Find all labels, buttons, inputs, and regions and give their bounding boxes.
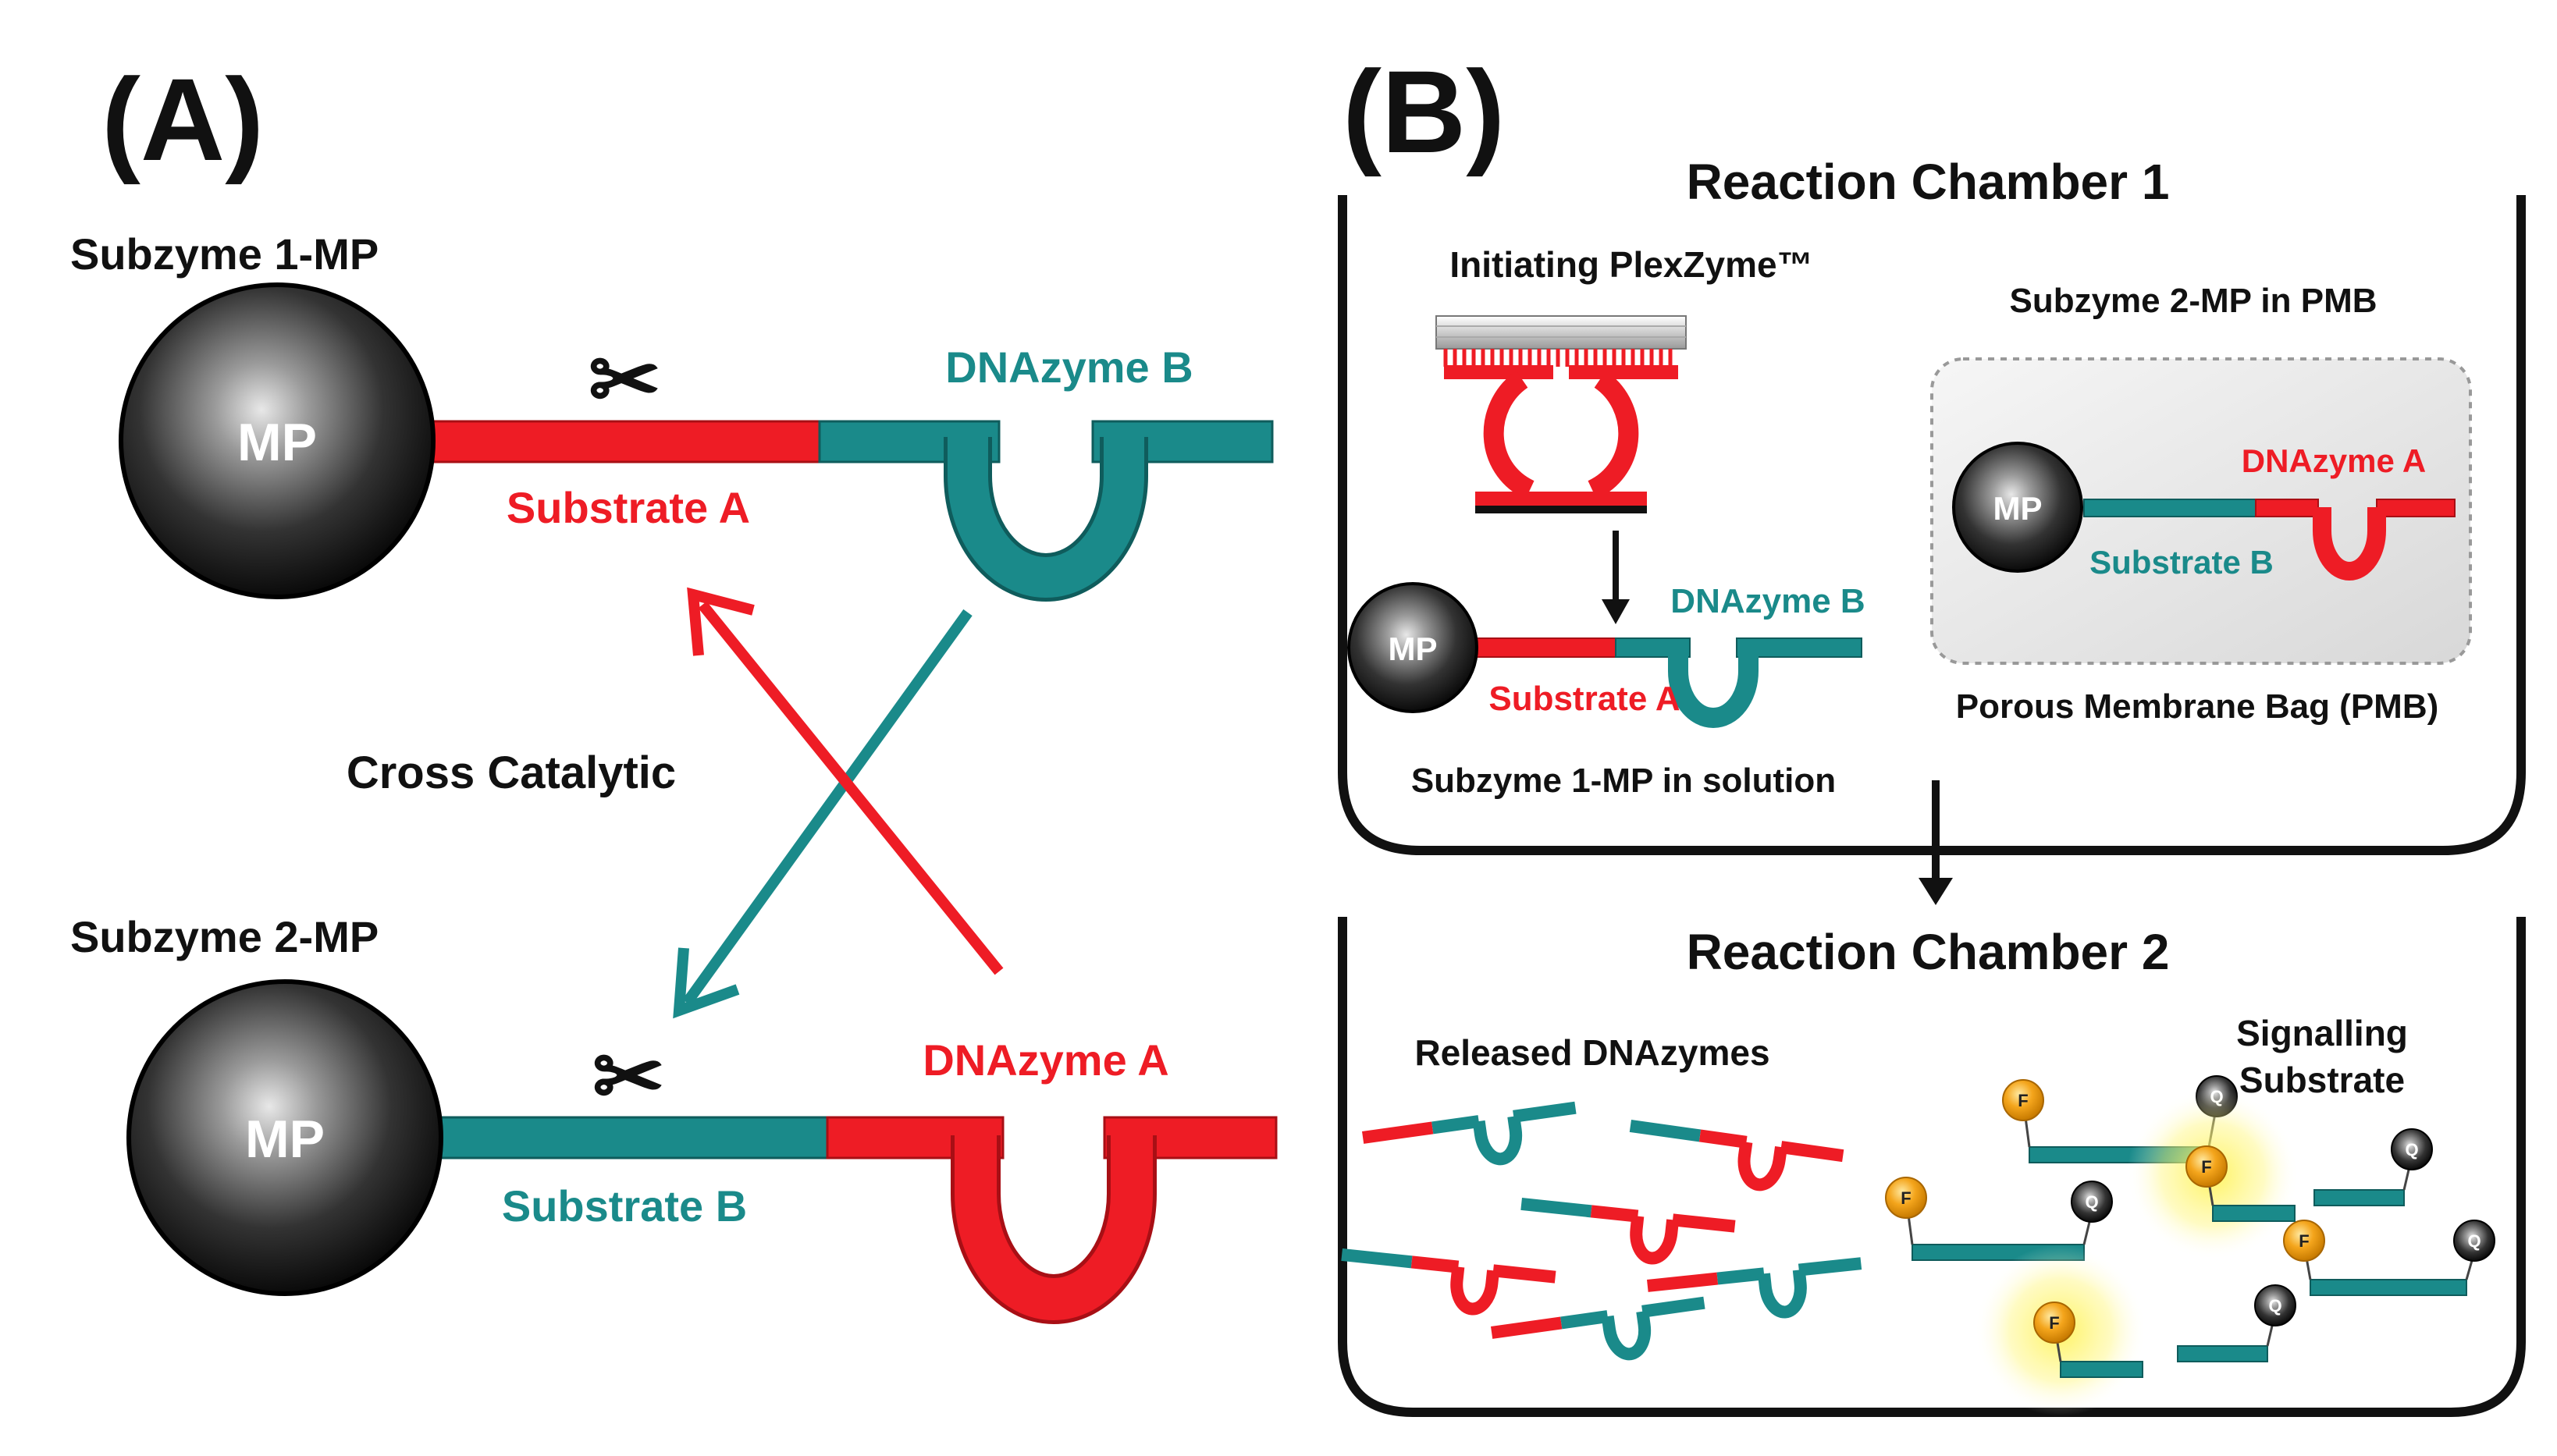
teal-arrow — [682, 609, 973, 1007]
quencher-label: Q — [2268, 1296, 2281, 1316]
panel-b-label: (B) — [1343, 46, 1505, 177]
plexzyme-probe-teeth — [1443, 349, 1673, 367]
fluorophore-label: F — [2049, 1313, 2059, 1333]
signalling-label-line1: Signalling — [2236, 1013, 2408, 1053]
chamber1-title: Reaction Chamber 1 — [1687, 154, 2170, 210]
subzyme1-solution-label: Subzyme 1-MP in solution — [1411, 762, 1836, 800]
cleaved-fluorophore-fragment: F — [2127, 1088, 2299, 1260]
panel-a-label: (A) — [101, 54, 264, 185]
mp-label-2: MP — [245, 1110, 325, 1169]
teal-arrowhead — [673, 947, 740, 1019]
mp-label-1: MP — [237, 413, 317, 472]
dnazyme-a-label: DNAzyme A — [923, 1035, 1168, 1085]
fluorophore-icon — [2033, 1302, 2075, 1344]
scissors-icon: ✂ — [592, 1029, 664, 1125]
mp-bead-3 — [1347, 582, 1478, 713]
released-dnazyme — [1491, 1296, 1705, 1361]
cleaved-fluorophore-fragment: F — [1975, 1245, 2146, 1416]
released-dnazyme — [1341, 1248, 1556, 1316]
plexzyme-left-hairpin — [1483, 371, 1535, 499]
quencher-label: Q — [2085, 1192, 2098, 1212]
quencher-icon — [2254, 1284, 2296, 1326]
released-dnazyme — [1647, 1257, 1862, 1319]
substrate-a-label: Substrate A — [507, 483, 750, 532]
fluorophore-label: F — [1901, 1188, 1911, 1208]
subzyme2-molecule: MP ✂ — [126, 979, 1278, 1324]
chamber-link-arrowhead — [1919, 878, 1953, 905]
dnazyme-b-label: DNAzyme B — [945, 343, 1193, 392]
released-dnazymes — [1341, 1101, 1862, 1361]
quencher-label: Q — [2467, 1231, 2481, 1251]
cleaved-quencher-fragment: Q — [2313, 1128, 2433, 1206]
mp-bead-2 — [126, 979, 443, 1296]
quencher-icon — [2391, 1128, 2433, 1170]
mp-label-3: MP — [1389, 630, 1438, 667]
fluorophore-icon — [1885, 1177, 1927, 1219]
fluorophore-icon — [2185, 1145, 2228, 1188]
cross-catalytic-arrows — [673, 587, 1004, 1019]
fluorophore-label: F — [2018, 1091, 2028, 1110]
c1-substrate-a-label: Substrate A — [1488, 680, 1680, 718]
pmb-label: Porous Membrane Bag (PMB) — [1956, 687, 2439, 726]
plexzyme-bar — [1435, 315, 1687, 350]
fluorophore-icon — [2002, 1079, 2044, 1121]
plexzyme-label: Initiating PlexZyme™ — [1449, 244, 1812, 285]
red-arrowhead — [687, 587, 755, 656]
substrate-b-label: Substrate B — [502, 1181, 747, 1230]
scissors-icon: ✂ — [589, 332, 660, 428]
subzyme2-in-pmb: MP — [1952, 442, 2456, 581]
fluorophore-icon — [2283, 1220, 2325, 1262]
released-dnazyme — [1629, 1120, 1844, 1191]
chamber1-arrowhead — [1602, 599, 1630, 624]
plexzyme-complex — [1435, 315, 1687, 513]
plexzyme-right-hairpin — [1587, 371, 1639, 499]
released-dnazymes-label: Released DNAzymes — [1414, 1032, 1769, 1073]
quencher-icon — [2071, 1181, 2113, 1223]
released-dnazyme — [1362, 1101, 1577, 1166]
c1-substrate-b-label: Substrate B — [2089, 544, 2274, 581]
mp-label-4: MP — [1993, 490, 2043, 527]
cleaved-quencher-fragment: Q — [2177, 1284, 2296, 1362]
mp-bead-1 — [119, 282, 436, 599]
subzyme1-title: Subzyme 1-MP — [70, 229, 379, 279]
chamber2-border — [1338, 917, 2526, 1417]
c1-dnazyme-a-label: DNAzyme A — [2242, 442, 2427, 479]
released-dnazyme — [1520, 1198, 1736, 1265]
quencher-label: Q — [2405, 1140, 2418, 1159]
fluorophore-label: F — [2201, 1157, 2211, 1177]
signalling-label-line2: Substrate — [2239, 1060, 2405, 1100]
mp-bead-4 — [1952, 442, 2083, 573]
subzyme2-title: Subzyme 2-MP — [70, 912, 379, 961]
cross-catalytic-label: Cross Catalytic — [347, 748, 676, 798]
subzyme1-molecule: MP ✂ — [119, 282, 1274, 602]
c1-dnazyme-b-label: DNAzyme B — [1670, 582, 1865, 620]
red-arrow — [698, 601, 1004, 975]
quencher-icon — [2453, 1220, 2495, 1262]
signalling-substrates: FQFQFQFFQQ — [1885, 1075, 2495, 1416]
subzyme1-solution: MP — [1347, 582, 1862, 728]
chamber2-title: Reaction Chamber 2 — [1687, 924, 2170, 980]
subzyme2-pmb-label: Subzyme 2-MP in PMB — [2009, 282, 2377, 320]
fluorophore-label: F — [2299, 1231, 2309, 1251]
